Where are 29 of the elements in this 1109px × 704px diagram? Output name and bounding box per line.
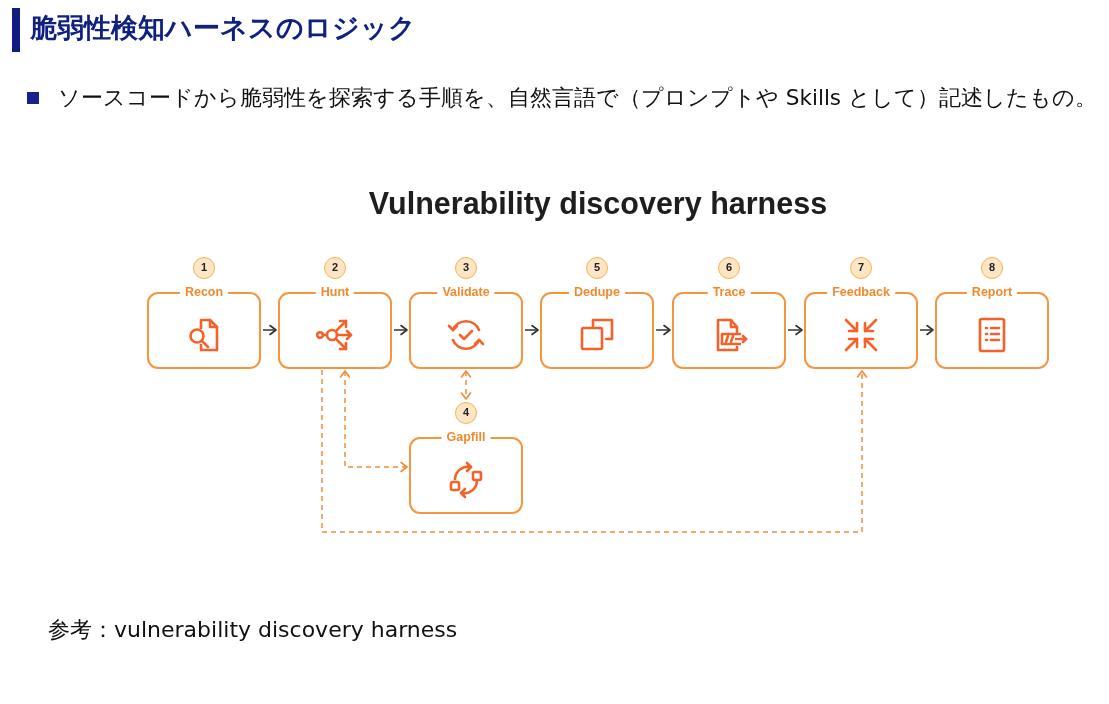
dashed-arrow [339, 370, 408, 473]
arrow [787, 324, 803, 336]
subheading: Vulnerability discovery harness [368, 185, 828, 221]
bullet-text: ソースコードから脆弱性を探索する手順を、自然言語で（プロンプトや Skills として）記述したもの。 [58, 84, 1097, 112]
arrow [524, 324, 539, 336]
number-badge: 5 [586, 257, 608, 279]
number-badge: 8 [981, 257, 1003, 279]
number-badge: 2 [324, 257, 346, 279]
process-box [804, 256, 918, 369]
number-badge: 1 [193, 257, 215, 279]
slide-title: 脆弱性検知ハーネスのロジック [30, 11, 416, 45]
process-box [147, 256, 261, 369]
arrow [393, 324, 408, 336]
arrow [655, 324, 671, 336]
number-badge: 4 [455, 402, 477, 424]
process-box [409, 401, 523, 514]
process-box [278, 256, 392, 369]
reference-note: 参考：vulnerability discovery harness [48, 616, 458, 644]
number-badge: 3 [455, 257, 477, 279]
number-badge: 6 [718, 257, 740, 279]
process-box [540, 256, 654, 369]
number-badge: 7 [850, 257, 872, 279]
arrow [919, 324, 934, 336]
process-box [672, 256, 786, 369]
arrow [262, 324, 277, 336]
process-box [409, 256, 523, 369]
dashed-arrow [321, 369, 868, 533]
dashed-arrow [460, 370, 472, 400]
process-box [935, 256, 1049, 369]
